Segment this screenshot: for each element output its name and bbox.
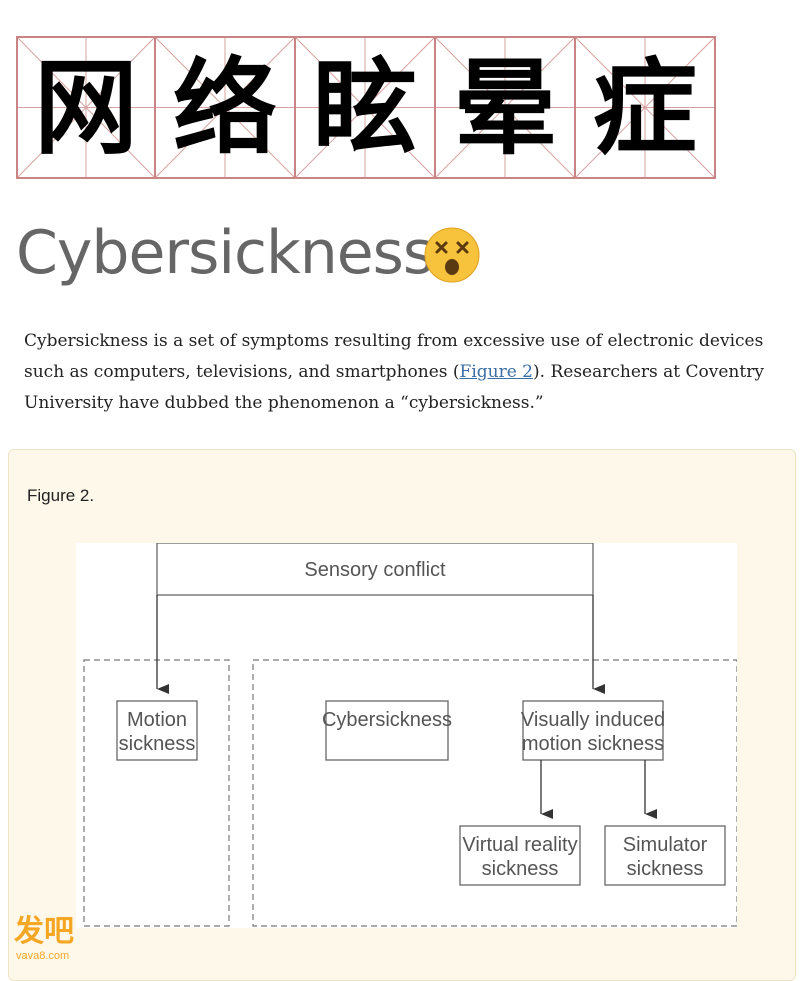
dizzy-face-icon bbox=[424, 227, 480, 283]
title-char: 症 bbox=[592, 46, 697, 169]
figure-label: Figure 2. bbox=[27, 486, 95, 505]
vims-label: motion sickness bbox=[522, 733, 664, 755]
title-char: 网 bbox=[33, 46, 138, 169]
motion-sickness-box: Motion sickness bbox=[116, 700, 198, 761]
figure-panel: Figure 2. Sensory conflict Motion bbox=[8, 449, 796, 981]
grid-lines bbox=[156, 38, 294, 177]
figure-2-link[interactable]: Figure 2 bbox=[459, 362, 534, 382]
sensory-conflict-label: Sensory conflict bbox=[304, 559, 446, 581]
sickness-diagram: Sensory conflict Motion sickness Cybersi… bbox=[76, 542, 738, 928]
title-char-cell: 晕 bbox=[436, 36, 576, 179]
title-char-cell: 络 bbox=[156, 36, 296, 179]
intro-paragraph: Cybersickness is a set of symptoms resul… bbox=[24, 326, 784, 419]
grid-lines bbox=[18, 38, 154, 177]
watermark-logo: 发吧 vava8.com bbox=[14, 914, 100, 966]
vims-label: Visually induced bbox=[521, 709, 665, 731]
motion-group-dashed bbox=[83, 659, 230, 927]
cybersickness-label: Cybersickness bbox=[322, 709, 452, 731]
simulator-sickness-box: Simulator sickness bbox=[604, 825, 726, 886]
watermark-site: vava8.com bbox=[16, 950, 70, 962]
motion-sickness-label: Motion bbox=[127, 709, 187, 731]
vr-sickness-label: Virtual reality bbox=[462, 834, 577, 856]
title-char-cell: 网 bbox=[16, 36, 156, 179]
paragraph-text: Cybersickness is a set of symptoms resul… bbox=[24, 331, 764, 382]
title-char-cell: 眩 bbox=[296, 36, 436, 179]
paragraph-text: ). Researchers at Coventry University ha… bbox=[24, 362, 764, 413]
title-char: 眩 bbox=[312, 46, 417, 169]
vr-sickness-label: sickness bbox=[482, 858, 559, 880]
title-char: 晕 bbox=[452, 46, 557, 169]
watermark-brand: 发吧 bbox=[14, 914, 74, 949]
chinese-title: 网 络 眩 晕 bbox=[16, 36, 716, 179]
motion-sickness-label: sickness bbox=[119, 733, 196, 755]
title-char: 络 bbox=[172, 46, 277, 169]
page-title: Cybersickness bbox=[16, 218, 434, 288]
grid-lines bbox=[436, 38, 574, 177]
vims-box: Visually induced motion sickness bbox=[521, 700, 665, 761]
title-char-cell: 症 bbox=[576, 36, 716, 179]
visual-group-dashed bbox=[252, 659, 738, 927]
diagram-svg: Sensory conflict Motion sickness Cybersi… bbox=[83, 542, 738, 927]
simulator-sickness-label: Simulator bbox=[623, 834, 708, 856]
grid-lines bbox=[296, 38, 434, 177]
simulator-sickness-label: sickness bbox=[627, 858, 704, 880]
grid-lines bbox=[576, 38, 714, 177]
cybersickness-box: Cybersickness bbox=[322, 700, 452, 761]
vr-sickness-box: Virtual reality sickness bbox=[459, 825, 581, 886]
sensory-conflict-box: Sensory conflict bbox=[156, 542, 594, 596]
